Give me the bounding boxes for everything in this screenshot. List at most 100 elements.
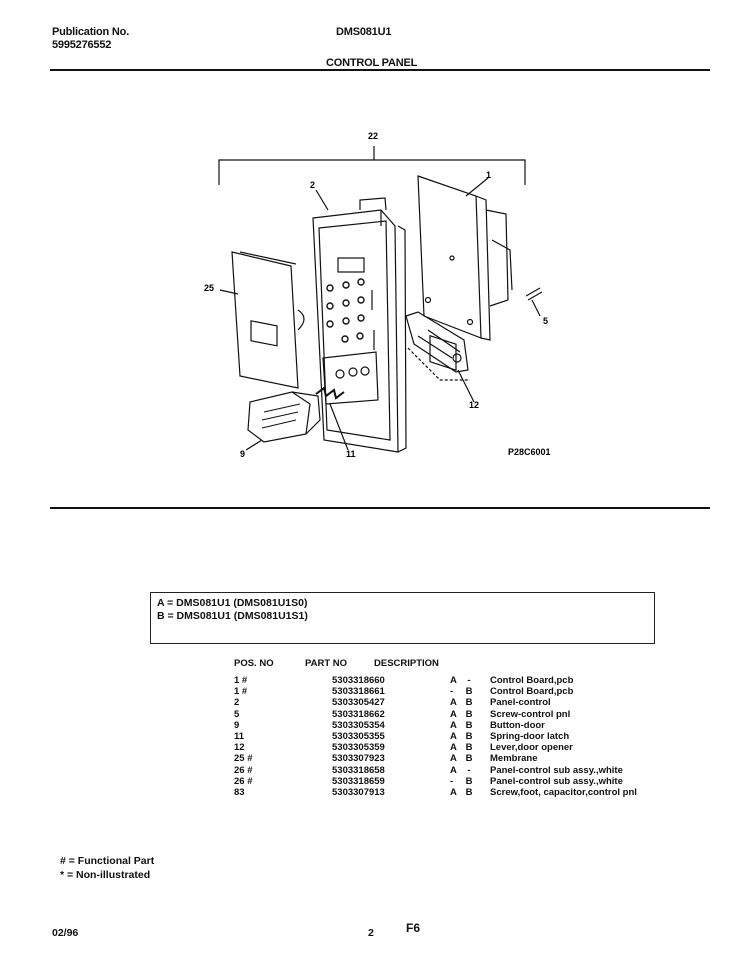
table-row: 1 # 5303318660 A- Control Board,pcb	[234, 675, 637, 686]
cell-description: Screw-control pnl	[490, 708, 571, 720]
cell-part-no: 5303318662	[332, 708, 385, 720]
cell-part-no: 5303305359	[332, 742, 385, 754]
cell-description: Membrane	[490, 753, 538, 765]
callout-5: 5	[543, 316, 548, 326]
footer-date: 02/96	[52, 927, 79, 939]
cell-model-b: B	[465, 753, 473, 765]
cell-description: Spring-door latch	[490, 731, 570, 743]
model-number: DMS081U1	[336, 26, 392, 38]
cell-part-no: 5303305427	[332, 697, 385, 709]
model-code-box: A = DMS081U1 (DMS081U1S0) B = DMS081U1 (…	[150, 592, 655, 644]
cell-model-b: B	[465, 775, 473, 787]
cell-pos-no: 26 #	[234, 775, 253, 787]
cell-model-a: -	[450, 686, 454, 698]
exploded-parts-diagram: 22 2 1 25 5 12 9 11 P28C6001	[204, 131, 551, 459]
col-header-desc: DESCRIPTION	[374, 658, 439, 669]
cell-pos-no: 25 #	[234, 753, 253, 765]
cell-description: Panel-control	[490, 697, 551, 709]
cell-part-no: 5303305355	[332, 731, 385, 743]
cell-model-b: B	[465, 719, 473, 731]
callout-2: 2	[310, 180, 315, 190]
assembly-bracket	[218, 159, 526, 185]
publication-number: 5995276552	[52, 39, 112, 51]
cell-part-no: 5303318660	[332, 675, 385, 686]
callout-9: 9	[240, 449, 245, 459]
cell-description: Control Board,pcb	[490, 686, 574, 698]
cell-pos-no: 26 #	[234, 764, 253, 776]
door-lever-part	[405, 311, 470, 381]
spring-part	[315, 386, 345, 400]
cell-model-a: A	[450, 675, 457, 686]
screw-part	[525, 287, 543, 301]
callout-22: 22	[368, 131, 378, 141]
door-button-part	[247, 391, 321, 443]
cell-pos-no: 2	[234, 697, 240, 709]
cell-part-no: 5303318661	[332, 686, 385, 698]
cell-part-no: 5303318659	[332, 775, 385, 787]
table-row: 1 # 5303318661 -B Control Board,pcb	[234, 686, 637, 697]
cell-model-a: A	[450, 753, 457, 765]
legend-non-illustrated: * = Non-illustrated	[60, 869, 151, 881]
callout-25: 25	[204, 283, 214, 293]
cell-model-a: A	[450, 719, 457, 731]
cell-model-b: -	[467, 764, 471, 776]
section-title: CONTROL PANEL	[326, 57, 418, 69]
callout-12: 12	[469, 400, 479, 410]
cell-description: Control Board,pcb	[490, 675, 574, 686]
table-row: 26 # 5303318658 A- Panel-control sub assy.,…	[234, 765, 637, 776]
cell-part-no: 5303318658	[332, 764, 385, 776]
model-code-a: A = DMS081U1 (DMS081U1S0)	[157, 597, 308, 609]
cell-model-b: B	[465, 686, 473, 698]
cell-model-a: -	[450, 775, 454, 787]
legend-functional: # = Functional Part	[60, 855, 155, 867]
cell-model-b: B	[465, 697, 473, 709]
cell-description: Lever,door opener	[490, 742, 573, 754]
control-panel-part	[312, 197, 407, 453]
callout-11: 11	[346, 449, 356, 459]
header-rule	[50, 69, 710, 71]
cell-model-b: B	[465, 708, 473, 720]
footer-page: 2	[368, 927, 374, 939]
cell-description: Panel-control sub assy.,white	[490, 764, 623, 776]
cell-model-b: B	[465, 742, 473, 754]
table-row: 26 # 5303318659 -B Panel-control sub assy.,…	[234, 776, 637, 787]
cell-part-no: 5303305354	[332, 719, 385, 731]
cell-part-no: 5303307923	[332, 753, 385, 765]
cell-model-b: B	[465, 787, 473, 799]
cell-model-a: A	[450, 764, 457, 776]
cell-pos-no: 5	[234, 708, 240, 720]
cell-model-a: A	[450, 731, 457, 743]
cell-model-a: A	[450, 742, 457, 754]
callout-1: 1	[486, 170, 491, 180]
cell-description: Button-door	[490, 719, 545, 731]
cell-model-b: -	[467, 675, 471, 686]
footer-code: F6	[406, 921, 421, 935]
cell-model-a: A	[450, 787, 457, 799]
control-board-part	[417, 175, 513, 371]
section-rule	[50, 507, 710, 509]
cell-pos-no: 83	[234, 787, 245, 799]
cell-description: Panel-control sub assy.,white	[490, 775, 623, 787]
cell-description: Screw,foot, capacitor,control pnl	[490, 787, 637, 799]
publication-label: Publication No.	[52, 26, 130, 38]
cell-pos-no: 1 #	[234, 686, 248, 698]
cell-part-no: 5303307913	[332, 787, 385, 799]
cell-model-b: B	[465, 731, 473, 743]
cell-model-a: A	[450, 708, 457, 720]
col-header-part: PART NO	[305, 658, 348, 669]
model-code-b: B = DMS081U1 (DMS081U1S1)	[157, 610, 308, 622]
cell-pos-no: 12	[234, 742, 245, 754]
col-header-pos: POS. NO	[234, 658, 274, 669]
cell-pos-no: 1 #	[234, 675, 248, 686]
figure-code: P28C6001	[508, 447, 551, 457]
cell-model-a: A	[450, 697, 457, 709]
cell-pos-no: 11	[234, 731, 245, 743]
